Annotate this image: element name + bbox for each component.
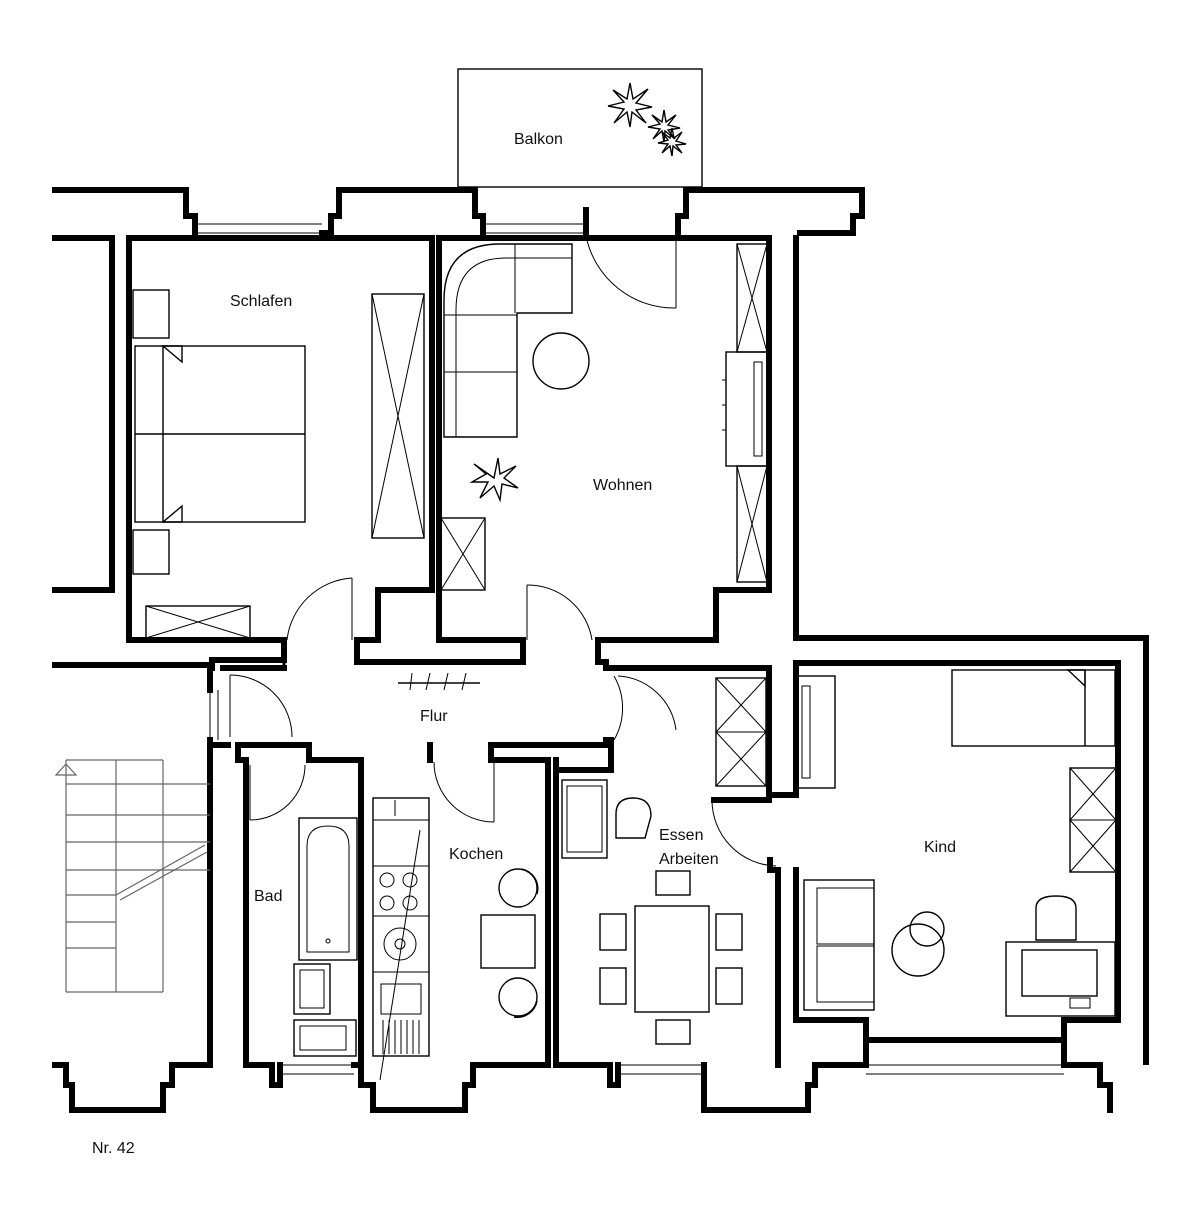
room-kind: Kind (793, 635, 1149, 1065)
plan-number-caption: Nr. 42 (92, 1140, 135, 1157)
kids-sofa (803, 879, 875, 1011)
coat-rack (398, 672, 480, 691)
dining-table (599, 870, 743, 1045)
balcony-plant-icon (607, 82, 687, 157)
wardrobe-schlafen (371, 293, 425, 539)
kids-shelf (1069, 767, 1117, 873)
washbasin (293, 963, 331, 1015)
houseplant-icon (469, 457, 519, 503)
hall-cabinets (715, 677, 767, 787)
nightstand-top (132, 289, 170, 339)
label-balkon: Balkon (514, 131, 563, 148)
exterior-wall-top (52, 187, 865, 236)
room-essen-arbeiten: Essen Arbeiten (561, 779, 781, 1068)
desk-essen (561, 779, 608, 859)
kids-desk (1005, 895, 1116, 1017)
label-bad: Bad (254, 888, 282, 905)
corner-sofa (443, 243, 573, 438)
kitchen-table (480, 868, 539, 1018)
label-schlafen: Schlafen (230, 293, 292, 310)
label-wohnen: Wohnen (593, 477, 652, 494)
room-flur: Flur (207, 659, 799, 1068)
left-neighbour-walls (52, 235, 219, 1068)
wall-unit-wohnen (722, 243, 769, 583)
kitchen-counter (372, 797, 430, 1081)
staircase (54, 759, 210, 993)
label-kind: Kind (924, 839, 956, 856)
dresser-schlafen (145, 605, 251, 639)
room-kochen: Kochen (372, 797, 539, 1081)
bathtub (298, 817, 358, 961)
label-essen: Essen (659, 827, 703, 844)
desk-chair (615, 797, 652, 839)
coffee-table (532, 332, 590, 390)
exterior-wall-bottom (52, 1037, 1113, 1113)
label-arbeiten: Arbeiten (659, 851, 719, 868)
double-bed (134, 345, 306, 523)
label-kochen: Kochen (449, 846, 503, 863)
kids-wardrobe (796, 675, 836, 789)
toilet (293, 1019, 357, 1057)
label-flur: Flur (420, 708, 448, 725)
room-schlafen: Schlafen (126, 235, 435, 671)
balcony (457, 68, 703, 188)
kids-table (891, 911, 945, 977)
cabinet-wohnen (440, 517, 486, 591)
nightstand-bottom (132, 529, 170, 575)
kids-bed (951, 669, 1116, 747)
room-bad: Bad (254, 817, 358, 1057)
